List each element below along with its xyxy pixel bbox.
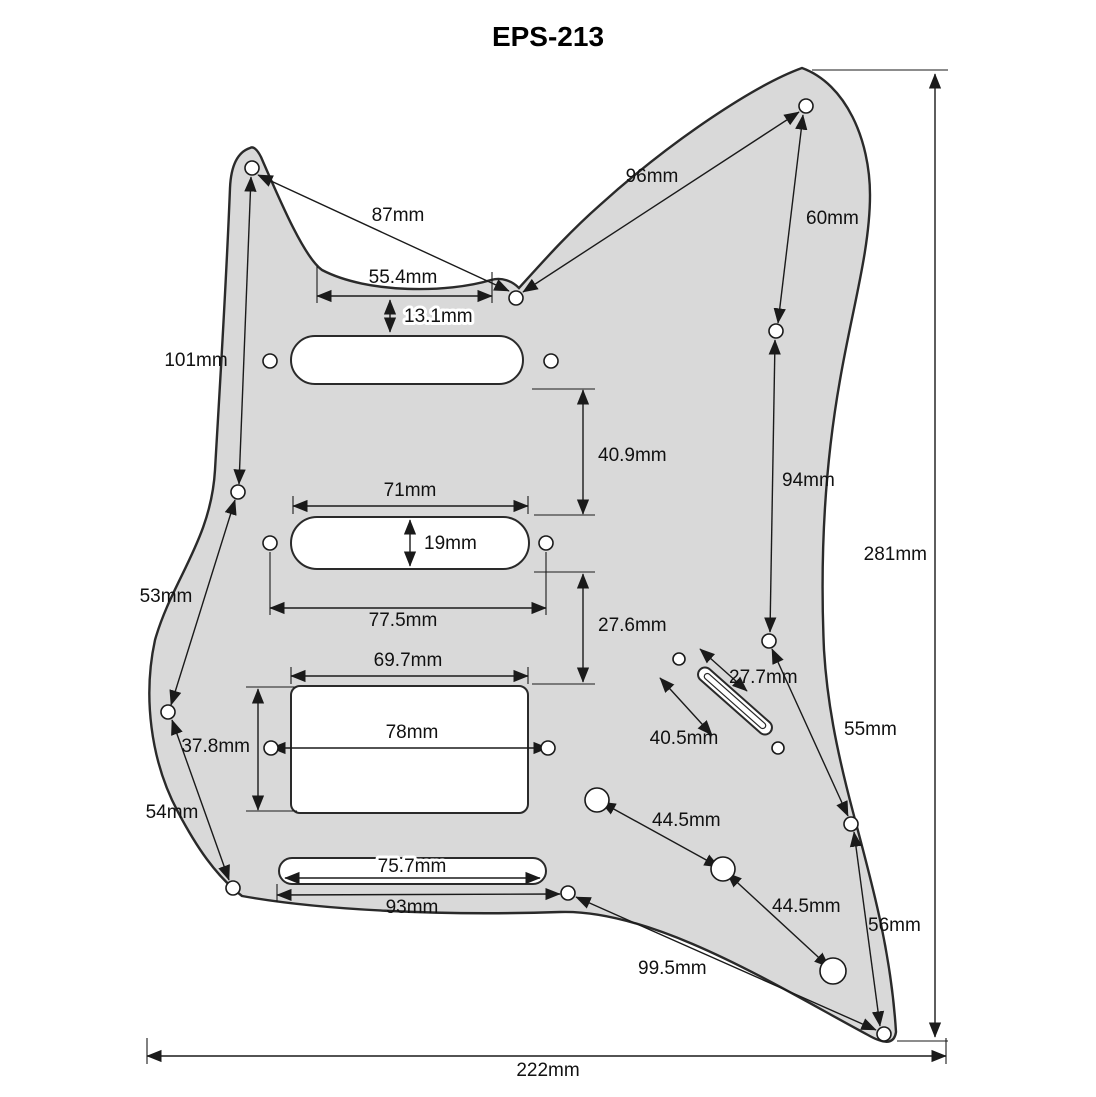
dim-line-44-5mm-a <box>600 801 720 868</box>
dim-line-40-5mm <box>659 677 713 736</box>
screw-hole <box>508 290 524 306</box>
dim-line-60mm <box>773 114 808 324</box>
dim-line-99-5mm <box>575 896 877 1031</box>
dim-77-5mm-label: 77.5mm <box>369 610 438 631</box>
dim-69-7mm-label: 69.7mm <box>374 650 443 671</box>
page-title: EPS-213 <box>492 21 604 52</box>
screw-hole <box>798 98 814 114</box>
screw-hole <box>876 1026 892 1042</box>
dim-78mm-label: 78mm <box>386 722 439 743</box>
dim-101mm-label: 101mm <box>164 350 227 371</box>
humbucker-pickup-cutout <box>290 685 529 814</box>
dim-55-4mm-label: 55.4mm <box>369 267 438 288</box>
dim-222mm-label: 222mm <box>516 1060 579 1081</box>
dim-line-53mm <box>169 499 237 706</box>
dim-40-9mm-label: 40.9mm <box>598 445 667 466</box>
pot-hole <box>584 787 610 813</box>
pot-hole <box>710 856 736 882</box>
dim-99-5mm-label: 99.5mm <box>638 958 707 979</box>
dim-96mm-label: 96mm <box>626 166 679 187</box>
dim-60mm-label: 60mm <box>806 208 859 229</box>
dim-line-96mm <box>522 111 800 293</box>
dim-54mm-label: 54mm <box>146 802 199 823</box>
pot-holes <box>584 787 847 985</box>
switch-screw-hole <box>672 652 686 666</box>
dim-27-7mm-label: 27.7mm <box>729 667 798 688</box>
dim-94mm-label: 94mm <box>782 470 835 491</box>
dim-line-27-7mm <box>699 648 748 692</box>
dim-281mm-label: 281mm <box>864 544 927 565</box>
dim-line-94mm <box>764 339 781 633</box>
dim-87mm-label: 87mm <box>372 205 425 226</box>
dim-71mm-label: 71mm <box>384 480 437 501</box>
switch-screw-hole <box>771 741 785 755</box>
screw-hole <box>160 704 176 720</box>
dim-53mm-label: 53mm <box>140 586 193 607</box>
dim-line-54mm <box>171 719 230 881</box>
dim-93mm-label: 93mm <box>386 897 439 918</box>
dim-56mm-label: 56mm <box>868 915 921 936</box>
dim-27-6mm-label: 27.6mm <box>598 615 667 636</box>
dim-75-7mm-label: 75.7mm <box>378 856 447 877</box>
dim-37-8mm-label: 37.8mm <box>181 736 250 757</box>
dim-44-5mm-a-label: 44.5mm <box>652 810 721 831</box>
screw-hole <box>768 323 784 339</box>
screw-hole <box>225 880 241 896</box>
screw-holes <box>160 98 892 1042</box>
dim-44-5mm-b-label: 44.5mm <box>772 896 841 917</box>
pot-hole <box>819 957 847 985</box>
dimension-lines <box>146 69 948 1064</box>
dimension-labels: 96mm 87mm 55.4mm 13.1mm 101mm 60mm 40.9m… <box>140 166 927 1081</box>
dim-line-87mm <box>257 174 510 292</box>
dim-line-93mm <box>276 887 561 902</box>
dim-40-5mm-label: 40.5mm <box>650 728 719 749</box>
neck-pickup-cutout <box>290 335 524 385</box>
screw-hole <box>230 484 246 500</box>
screw-hole <box>538 535 554 551</box>
screw-hole <box>262 353 278 369</box>
screw-hole <box>262 535 278 551</box>
screw-hole <box>761 633 777 649</box>
dim-line-101mm <box>233 176 257 485</box>
dim-13-1mm-label: 13.1mm <box>404 306 473 327</box>
dim-line-55mm <box>771 648 849 817</box>
screw-hole <box>543 353 559 369</box>
screw-hole <box>263 740 279 756</box>
dim-19mm-label: 19mm <box>424 533 477 554</box>
screw-hole <box>560 885 576 901</box>
dim-55mm-label: 55mm <box>844 719 897 740</box>
screw-hole <box>244 160 260 176</box>
screw-hole <box>540 740 556 756</box>
screw-hole <box>843 816 859 832</box>
